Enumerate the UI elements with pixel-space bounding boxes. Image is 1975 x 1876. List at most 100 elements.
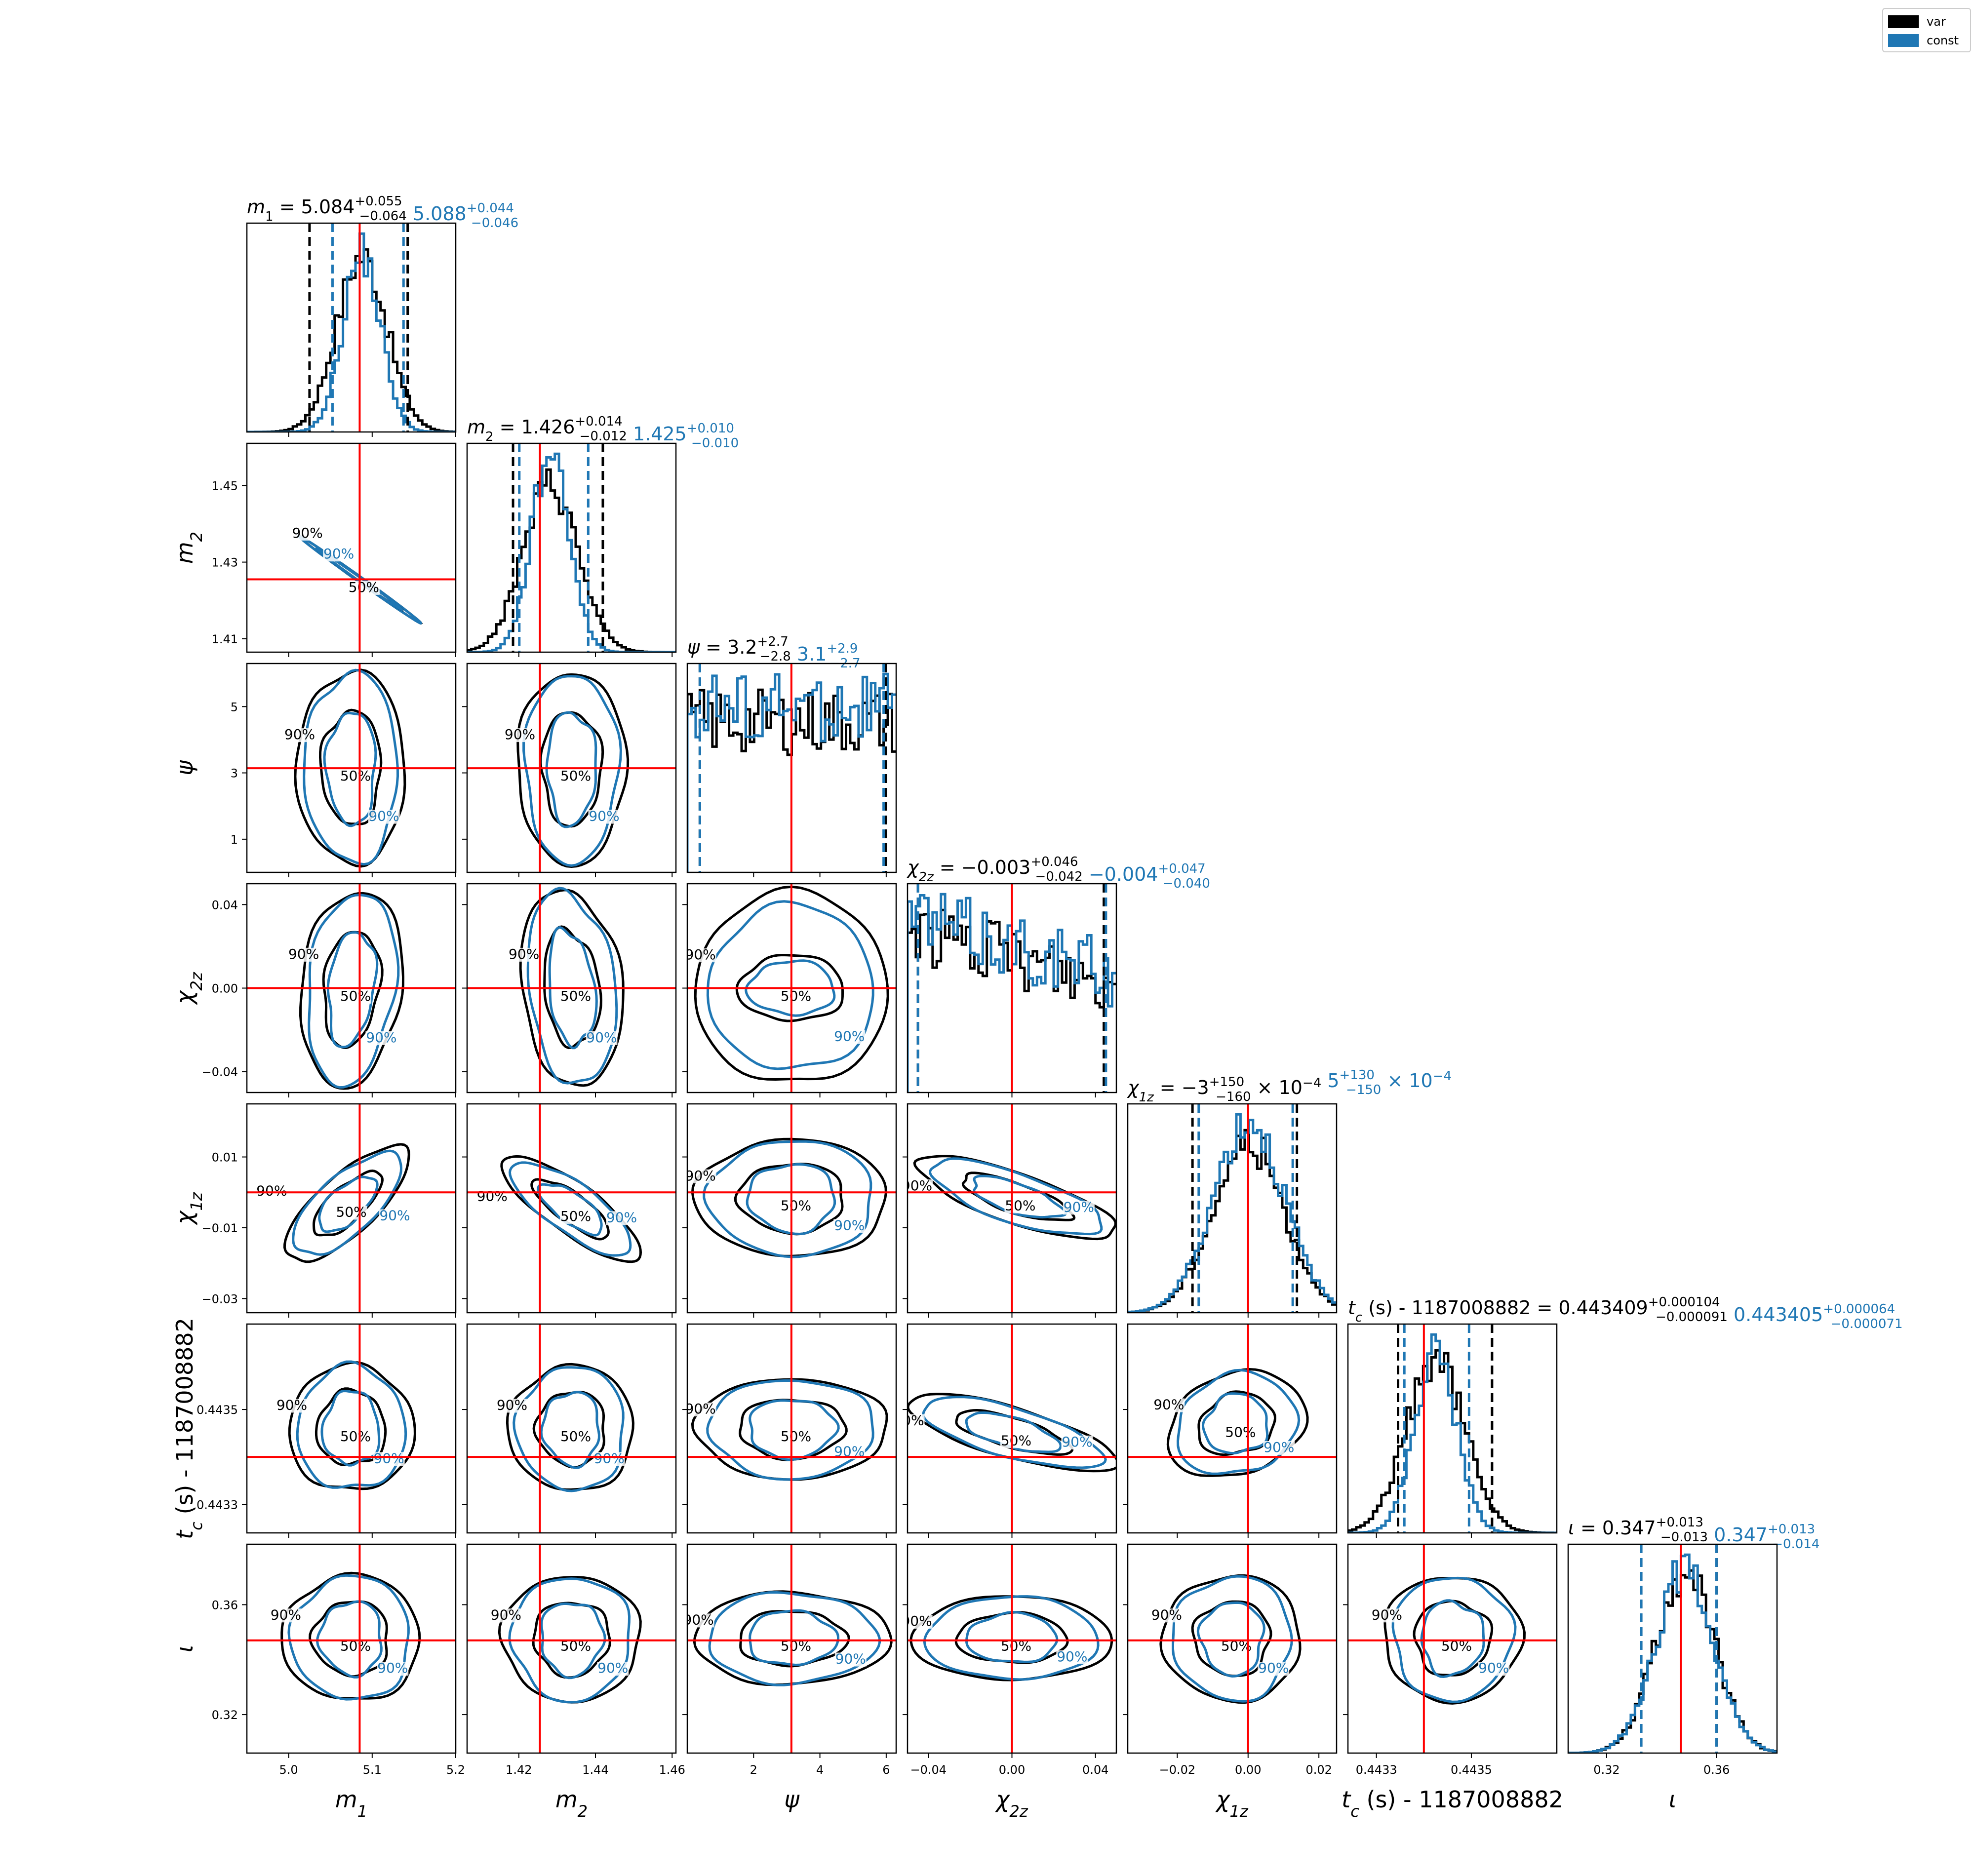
contour-const-90-chi2z-chi1z [928, 1157, 1103, 1236]
xtick-tc-1: 0.4435 [1451, 1763, 1492, 1777]
panel-iota-iota: ι = 0.347+0.013−0.013 0.347+0.013−0.0140… [1567, 1515, 1819, 1777]
title-chi2z: χ2z = −0.003+0.046−0.042 −0.004+0.047−0.… [907, 855, 1210, 891]
hist-var-iota [1568, 1569, 1777, 1753]
panel-m2-chi1z: 90%50%90% [462, 1103, 677, 1318]
panel-psi-chi1z: 90%50%90% [682, 1103, 897, 1318]
panel-frame [246, 222, 457, 433]
xtick-m1-2: 5.2 [446, 1763, 465, 1777]
contour-label-const-2-psi-iota: 90% [835, 1651, 866, 1667]
contour-label-var-0-chi2z-chi1z: 90% [902, 1177, 932, 1194]
panel-frame [466, 442, 677, 653]
contour-var-90-tc-iota [1383, 1576, 1526, 1705]
hist-const-m1 [247, 232, 456, 432]
contour-const-50-psi-tc [749, 1399, 840, 1461]
panel-psi-chi2z: 90%50%90% [682, 883, 897, 1097]
contour-var-90-m2-chi2z [519, 889, 625, 1087]
contour-const-90-m1-chi1z [292, 1149, 403, 1256]
contour-var-50-m2-tc [532, 1391, 605, 1469]
hist-var-m1 [247, 248, 456, 432]
contour-label-const-2-m2-psi: 90% [589, 808, 619, 824]
panel-chi1z-tc: 90%50%90% [1123, 1323, 1338, 1538]
contour-var-50-m1-iota [308, 1600, 388, 1678]
xtick-m2-0: 1.42 [506, 1763, 532, 1777]
panel-frame [466, 1103, 677, 1314]
contour-var-90-m1-chi1z [283, 1143, 410, 1263]
panel-chi2z-chi1z: 90%50%90% [902, 1103, 1117, 1318]
contour-const-90-chi1z-iota [1172, 1575, 1293, 1703]
contour-const-90-psi-iota [708, 1591, 881, 1686]
xlabel-psi: ψ [784, 1786, 800, 1813]
contour-label-var-0-m1-psi: 90% [284, 726, 315, 743]
xtick-psi-0: 2 [750, 1763, 757, 1777]
contour-label-var-0-m1-chi1z: 90% [256, 1182, 287, 1199]
xlabel-m2: m2 [555, 1786, 588, 1821]
contour-label-var-0-m2-psi: 90% [505, 726, 535, 743]
contour-label-const-2-m2-iota: 90% [597, 1660, 628, 1676]
contour-label-var-0-chi2z-iota: 90% [901, 1613, 932, 1629]
contour-var-90-chi2z-iota [909, 1595, 1113, 1681]
contour-label-var-0-m2-chi1z: 90% [477, 1188, 508, 1204]
ylabel-chi1z: χ1z [171, 1192, 206, 1226]
panel-frame [1347, 1323, 1558, 1534]
panel-frame [686, 1323, 897, 1534]
contour-label-var-0-m1-tc: 90% [276, 1397, 307, 1413]
contour-label-var-0-chi1z-tc: 90% [1153, 1397, 1184, 1413]
xtick-iota-1: 0.36 [1703, 1763, 1730, 1777]
contour-label-const-2-m2-chi2z: 90% [586, 1029, 617, 1046]
contour-var-90-m2-tc [506, 1363, 634, 1491]
xlabel-tc: tc (s) - 1187008882 [1342, 1786, 1563, 1821]
title-m1: m1 = 5.084+0.055−0.064 5.088+0.044−0.046 [247, 194, 518, 231]
contour-var-50-psi-chi1z [734, 1163, 844, 1236]
panel-m2-chi2z: 90%50%90% [462, 883, 677, 1097]
contour-const-90-m2-chi2z [526, 887, 618, 1085]
legend-entry-var: var [1888, 15, 1946, 29]
contour-label-var-0-m2-chi2z: 90% [509, 946, 539, 962]
xtick-psi-2: 6 [882, 1763, 890, 1777]
ylabel-psi: ψ [171, 760, 198, 776]
ytick-chi2z-2: 0.04 [212, 898, 238, 912]
contour-label-var-0-chi1z-iota: 90% [1151, 1606, 1182, 1623]
contour-label-var-0-m1-chi2z: 90% [288, 946, 319, 962]
contour-label-const-2-m1-m2: 90% [323, 546, 354, 562]
contour-label-var-0-psi-iota: 90% [683, 1611, 714, 1628]
contour-const-50-chi2z-iota [965, 1610, 1059, 1663]
ylabel-m2: m2 [171, 532, 206, 564]
legend: var const [1882, 8, 1971, 52]
xtick-m2-2: 1.46 [659, 1763, 685, 1777]
contour-label-var-1-psi-chi1z: 50% [781, 1198, 811, 1214]
xlabel-iota: ι [1669, 1786, 1677, 1813]
contour-label-var-1-m2-psi: 50% [560, 768, 591, 784]
panel-m1-psi: 90%50%90%135 [231, 663, 457, 877]
contour-var-50-tc-iota [1413, 1600, 1494, 1677]
xlabel-m1: m1 [335, 1786, 367, 1821]
contour-const-50-tc-iota [1420, 1599, 1485, 1679]
contour-label-const-2-tc-iota: 90% [1478, 1660, 1509, 1676]
panel-tc-tc: tc (s) - 1187008882 = 0.443409+0.000104−… [1347, 1295, 1902, 1538]
panel-m1-m2: 90%50%90%1.411.431.45 [212, 442, 457, 657]
contour-label-var-1-m1-m2: 50% [349, 579, 379, 595]
contour-label-const-2-m1-tc: 90% [374, 1450, 404, 1466]
contour-var-50-psi-tc [739, 1399, 848, 1461]
contour-label-var-1-chi2z-tc: 50% [1001, 1432, 1031, 1448]
contour-label-const-2-m1-chi2z: 90% [366, 1029, 396, 1046]
xtick-iota-0: 0.32 [1593, 1763, 1620, 1777]
title-psi: ψ = 3.2+2.7−2.8 3.1+2.9−2.7 [687, 634, 861, 671]
contour-var-50-psi-iota [739, 1610, 850, 1668]
panel-m1-m1: m1 = 5.084+0.055−0.064 5.088+0.044−0.046 [246, 194, 518, 437]
ytick-m2-0: 1.41 [212, 632, 238, 646]
contour-const-50-m1-tc [320, 1389, 381, 1467]
xtick-m1-1: 5.1 [363, 1763, 382, 1777]
contour-label-const-2-m1-psi: 90% [368, 808, 399, 824]
contour-label-var-1-m1-chi1z: 50% [336, 1204, 366, 1220]
legend-entry-const: const [1888, 34, 1959, 47]
contour-var-90-m1-iota [280, 1571, 421, 1700]
legend-label-const: const [1927, 34, 1959, 47]
ylabel-chi2z: χ2z [171, 972, 206, 1006]
xlabel-chi1z: χ1z [1215, 1786, 1249, 1821]
panel-m1-chi1z: 90%50%90%−0.03−0.010.01 [201, 1103, 457, 1318]
